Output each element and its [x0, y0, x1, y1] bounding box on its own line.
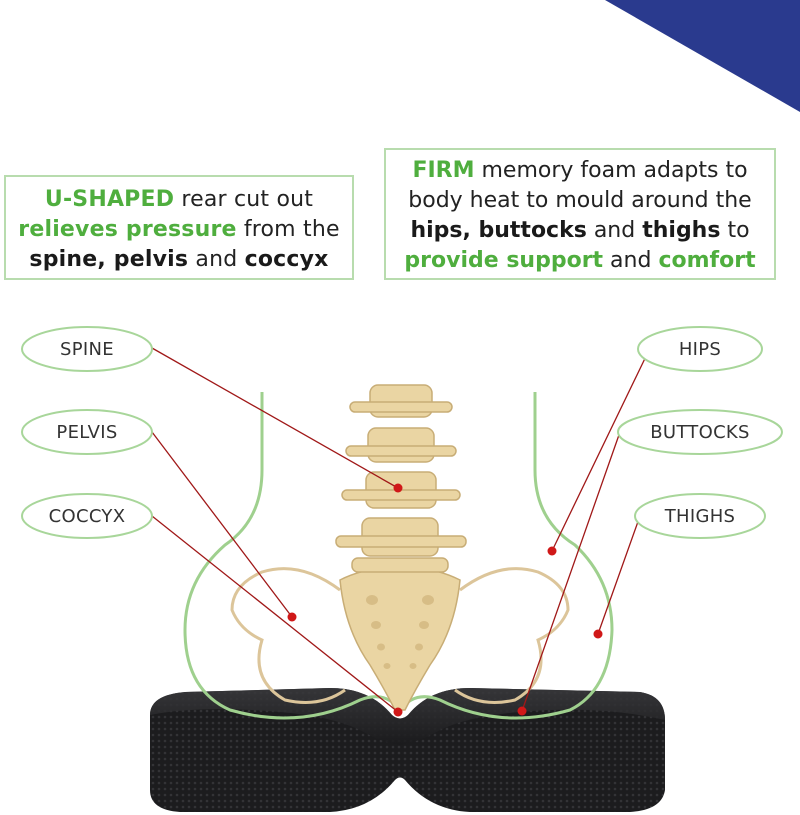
corner-decoration — [605, 0, 800, 112]
label-coccyx: COCCYX — [21, 493, 153, 539]
label-hips: HIPS — [637, 326, 763, 372]
leader-lines — [151, 347, 651, 713]
svg-text:SPINE: SPINE — [60, 339, 114, 360]
svg-text:BUTTOCKS: BUTTOCKS — [650, 422, 750, 443]
label-buttocks: BUTTOCKS — [617, 409, 783, 455]
u-shaped-info-box: U-SHAPED rear cut out relieves pressure … — [4, 175, 354, 280]
leader-dots — [287, 483, 603, 717]
spine-vertebrae — [335, 384, 467, 573]
pelvis-outline — [230, 567, 570, 704]
svg-text:COCCYX: COCCYX — [49, 506, 126, 527]
svg-text:THIGHS: THIGHS — [664, 506, 736, 527]
sacrum-bone — [339, 568, 461, 711]
label-thighs: THIGHS — [634, 493, 766, 539]
label-spine: SPINE — [21, 326, 153, 372]
firm-foam-info-box: FIRM memory foam adapts to body heat to … — [384, 148, 776, 280]
label-pelvis: PELVIS — [21, 409, 153, 455]
svg-text:PELVIS: PELVIS — [56, 422, 117, 443]
svg-text:HIPS: HIPS — [679, 339, 721, 360]
